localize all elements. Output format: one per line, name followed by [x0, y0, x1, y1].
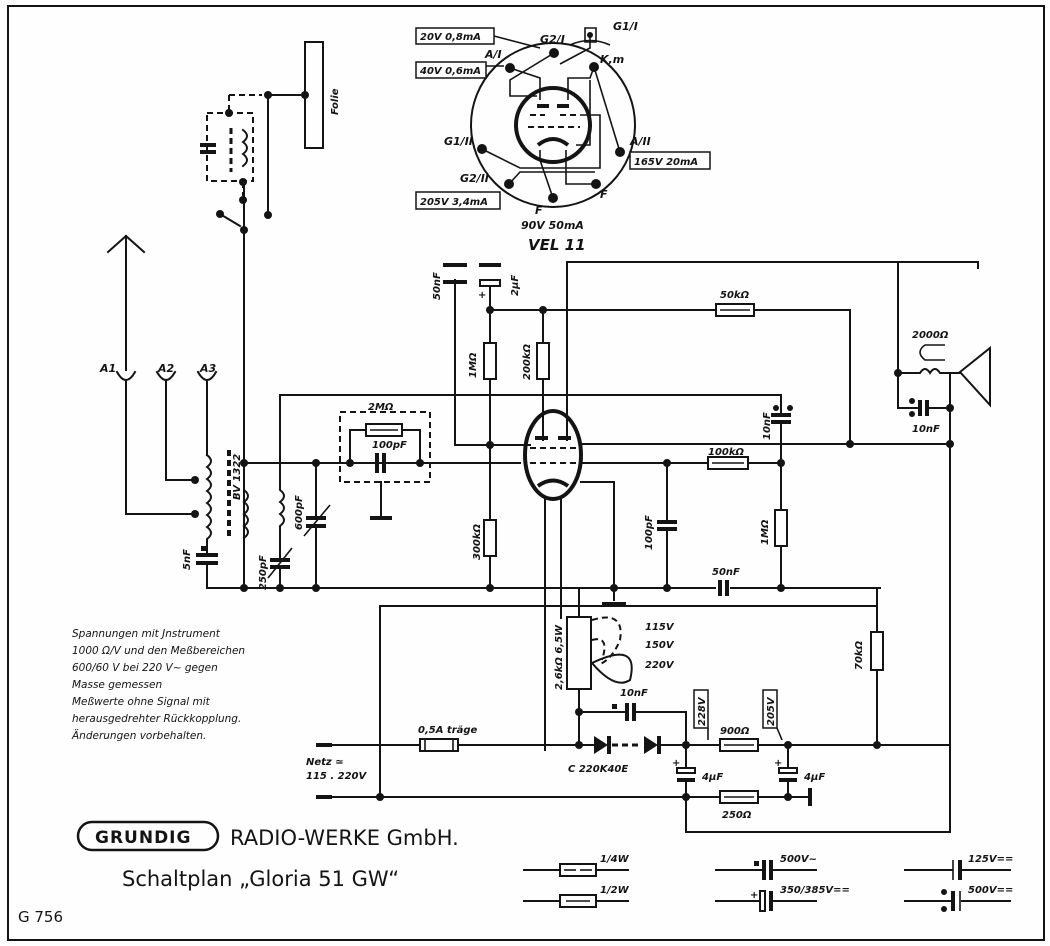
cap-10nf-psu-label: 10nF: [620, 688, 648, 699]
res-1m-mid-label: 1MΩ: [760, 519, 771, 545]
pin-label-f-right: F: [600, 188, 608, 201]
note-line: Spannungen mit Jnstrument: [72, 628, 221, 640]
page-border: [7, 5, 1045, 941]
folie-label: Folie: [330, 88, 341, 115]
voltage-selector-icon[interactable]: [590, 653, 633, 684]
tap-150v: 150V: [645, 640, 675, 651]
svg-text:+: +: [750, 890, 758, 901]
schematic-title: Schaltplan „Gloria 51 GW“: [122, 867, 399, 891]
tube-envelope-icon: [514, 86, 592, 164]
coil-primary-icon: [205, 453, 212, 546]
tube-pinout-diagram: G2/I G1/I A/I K,m G1/II A/II G2/II F F 2…: [415, 20, 711, 254]
cap-600pf-label: 600pF: [294, 495, 305, 530]
voltage-205v: 205V: [766, 696, 777, 726]
cap-100pf-mid-label: 100pF: [644, 515, 655, 550]
cap-10nf-mid-label: 10nF: [762, 412, 773, 440]
pin-label-g2-2: G2/II: [460, 172, 489, 185]
cap-50nf-mid-label: 50nF: [712, 567, 740, 578]
res-1m-top-label: 1MΩ: [468, 352, 479, 378]
legend-500v-dc: 500V==: [968, 885, 1013, 896]
antenna-a1-label: A1: [99, 362, 116, 375]
cap-50nf-top-label: 50nF: [432, 272, 443, 300]
pin-label-k-m: K,m: [600, 53, 624, 66]
legend-quarter-watt: 1/4W: [600, 854, 630, 865]
res-200k-label: 200kΩ: [522, 343, 533, 380]
note-line: herausgedrehter Rückkopplung.: [72, 713, 241, 725]
legend-electrolytic: 350/385V==: [780, 885, 850, 896]
fuse-label: 0,5A träge: [418, 725, 478, 736]
antenna-section: A1 A2 A3 BV 1322 5nF 250pF: [99, 41, 341, 590]
voltage-228v: 228V: [697, 696, 708, 726]
legend-125v-dc: 125V==: [968, 854, 1013, 865]
coil-label: BV 1322: [232, 454, 243, 500]
res-100k-label: 100kΩ: [708, 447, 745, 458]
mains-label: Netz ≃: [306, 757, 344, 768]
main-wiring: 2MΩ 100pF 300kΩ 50nF + 2µF 1MΩ: [206, 261, 991, 751]
power-supply: 2,6kΩ 6,5W 115V 150V 220V 10nF 0,5A träg…: [306, 587, 951, 833]
pin-label-g1-1: G1/I: [613, 20, 638, 33]
antenna-a3-label: A3: [199, 362, 217, 375]
socket-a3-icon: [196, 370, 218, 381]
rectifier-diode-icon: [594, 736, 608, 754]
grundig-logo: [76, 820, 220, 852]
legend-500v-ac: 500V~: [780, 854, 817, 865]
reading-g2-2: 205V 3,4mA: [420, 197, 488, 208]
pin-label-f-bottom: F: [535, 204, 543, 217]
note-line: Änderungen vorbehalten.: [71, 729, 206, 742]
pin-label-g2-1: G2/I: [540, 33, 565, 46]
svg-text:+: +: [672, 758, 680, 769]
speaker-coil-label: 2000Ω: [912, 330, 949, 341]
tube-type-label: VEL 11: [528, 236, 586, 254]
note-line: Masse gemessen: [72, 679, 162, 691]
note-line: 1000 Ω/V und den Meßbereichen: [72, 645, 245, 657]
socket-a2-icon: [155, 370, 177, 381]
rectifier-diode-icon: [644, 736, 658, 754]
rectifier-label: C 220K40E: [568, 764, 628, 775]
loudspeaker-icon: [958, 345, 991, 408]
mains-range-label: 115 . 220V: [306, 771, 368, 782]
company-name: RADIO-WERKE GmbH.: [230, 826, 459, 850]
reading-a-1: 40V 0,6mA: [419, 66, 481, 77]
dropper-resistor-icon: [566, 616, 592, 690]
svg-text:+: +: [478, 290, 486, 301]
res-70k-label: 70kΩ: [854, 640, 865, 670]
pin-label-a-1: A/I: [484, 48, 502, 61]
tube-vel11-icon: [523, 409, 583, 501]
res-2m-label: 2MΩ: [368, 402, 394, 413]
cap-100pf-grid-label: 100pF: [372, 440, 407, 451]
cap-4uf-a-label: 4µF: [701, 772, 723, 783]
pin-label-g1-2: G1/II: [444, 135, 473, 148]
legend-half-watt: 1/2W: [600, 885, 630, 896]
res-900-label: 900Ω: [720, 726, 750, 737]
cap-2uf-label: 2µF: [510, 275, 521, 296]
component-legend: 1/4W 1/2W 500V~ + 350/385V== 125V==: [523, 854, 1013, 912]
socket-a1-icon: [115, 370, 137, 381]
cap-250pf-label: 250pF: [258, 555, 269, 590]
res-dropper-label: 2,6kΩ 6,5W: [554, 624, 565, 690]
speaker-transformer-icon: [919, 344, 945, 361]
reading-a-2: 165V 20mA: [634, 157, 698, 168]
res-250-label: 250Ω: [722, 810, 752, 821]
brand-name: GRUNDIG: [95, 828, 191, 848]
cap-10nf-speaker-label: 10nF: [912, 424, 940, 435]
pin-label-a-2: A/II: [629, 135, 651, 148]
title-block: GRUNDIG RADIO-WERKE GmbH. Schaltplan „Gl…: [18, 820, 459, 926]
res-300k-label: 300kΩ: [472, 523, 483, 560]
antenna-a2-label: A2: [157, 362, 175, 375]
reading-g2-1: 20V 0,8mA: [420, 32, 481, 43]
reading-heater: 90V 50mA: [521, 219, 584, 232]
note-line: 600/60 V bei 220 V~ gegen: [72, 662, 218, 674]
tap-115v: 115V: [645, 622, 675, 633]
cap-4uf-b-label: 4µF: [803, 772, 825, 783]
document-number: G 756: [18, 908, 63, 926]
note-line: Meßwerte ohne Signal mit: [72, 696, 211, 708]
cap-5nf-label: 5nF: [182, 549, 193, 570]
tap-220v: 220V: [645, 660, 675, 671]
measurement-notes: Spannungen mit Jnstrument 1000 Ω/V und d…: [71, 628, 245, 742]
res-50k-label: 50kΩ: [720, 290, 750, 301]
svg-text:+: +: [774, 758, 782, 769]
